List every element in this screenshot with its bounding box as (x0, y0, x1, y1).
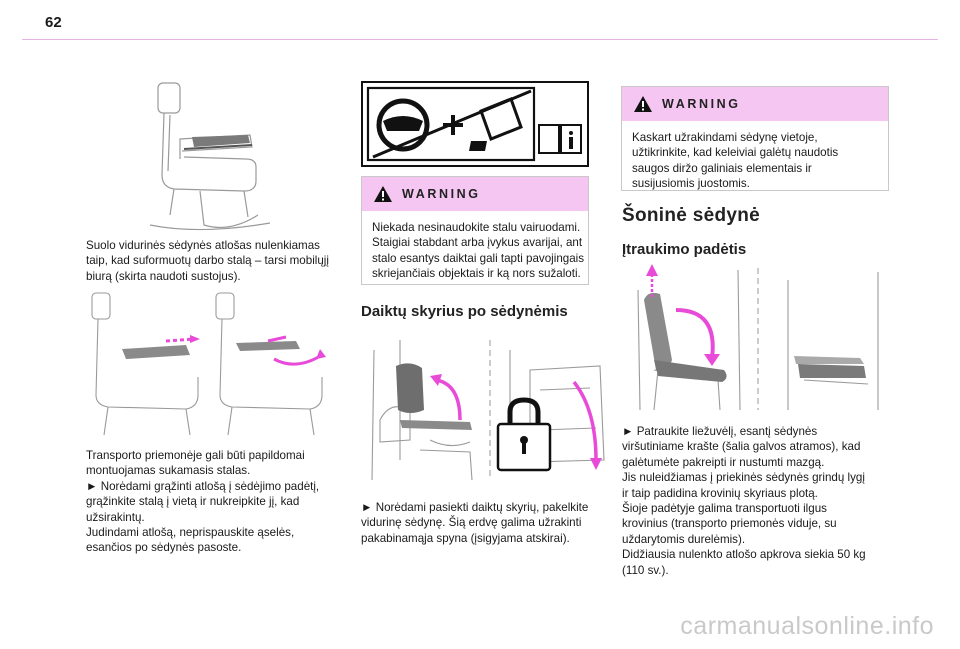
section-heading-storage: Daiktų skyrius po sėdynėmis (361, 303, 568, 320)
swivel-table-illustration (91, 292, 326, 436)
page-number: 62 (45, 14, 62, 31)
warning-text: Kaskart užrakindami sėdynę vietoje, užti… (632, 131, 839, 191)
warning-title: WARNING (662, 97, 741, 111)
seat-table-illustration (149, 82, 271, 231)
warning-title: WARNING (402, 187, 481, 201)
warning-header: WARNING (362, 177, 588, 211)
swivel-table-text: Transporto priemonėje gali būti papildom… (86, 449, 320, 555)
warning-box-table: WARNING Niekada nesinaudokite stalu vair… (361, 176, 589, 285)
subheading-retract-position: Įtraukimo padėtis (622, 241, 747, 258)
warning-triangle-icon (374, 186, 392, 202)
warning-triangle-icon (634, 96, 652, 112)
storage-text: ► Norėdami pasiekti daiktų skyrių, pakel… (361, 501, 589, 545)
side-seat-text: ► Patraukite liežuvėlį, esantį sėdynės v… (622, 425, 866, 577)
warning-text: Niekada nesinaudokite stalu vairuodami. … (372, 221, 585, 281)
warning-header: WARNING (622, 87, 888, 121)
underseat-storage-illustration (371, 340, 605, 481)
seat-table-text: Suolo vidurinės sėdynės atlošas nulenkia… (86, 239, 329, 283)
section-heading-side-seat: Šoninė sėdynė (622, 205, 760, 226)
header-rule (22, 39, 938, 40)
no-table-while-driving-pictogram (361, 81, 589, 167)
watermark: carmanualsonline.info (680, 612, 934, 640)
side-seat-fold-illustration (637, 264, 879, 411)
warning-box-seat: WARNING Kaskart užrakindami sėdynę vieto… (621, 86, 889, 191)
